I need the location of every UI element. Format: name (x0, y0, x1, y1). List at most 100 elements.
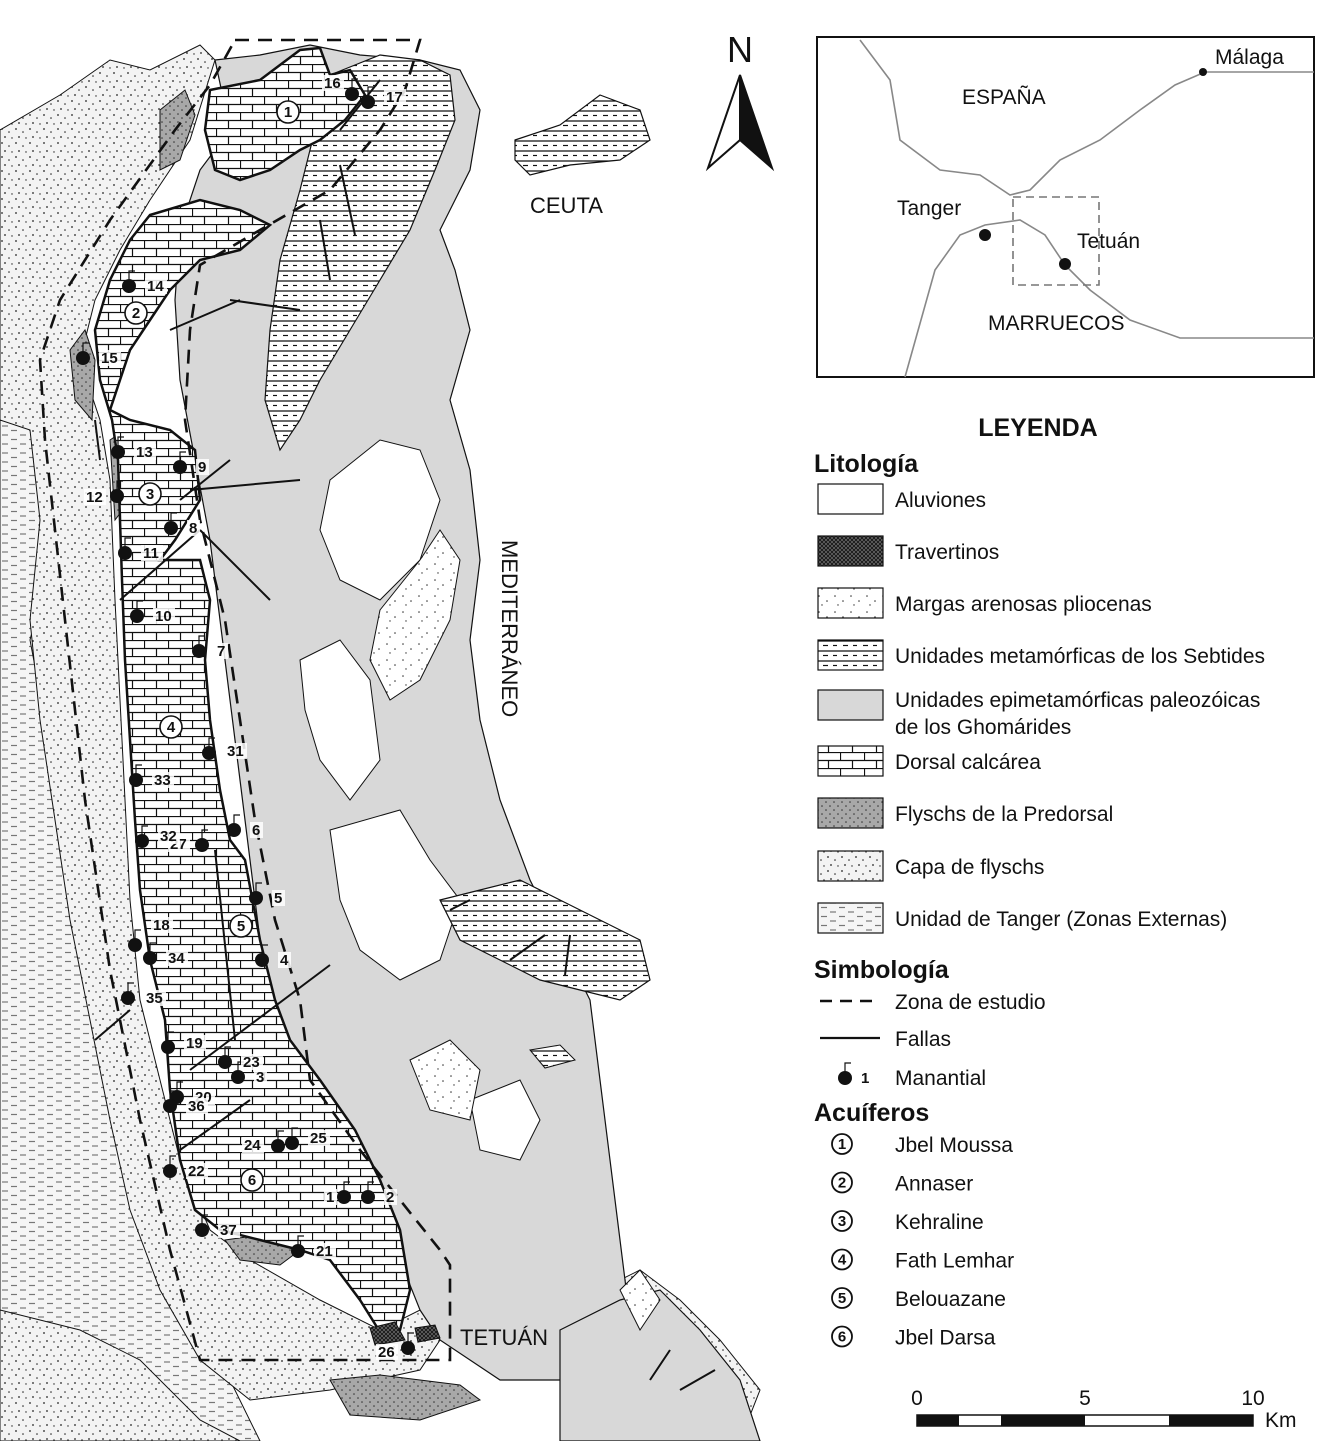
spring-marker: 4 (255, 944, 291, 969)
spring-number: 3 (256, 1069, 264, 1086)
aquifer-marker-number: 4 (167, 719, 176, 736)
spring-marker: 21 (291, 1235, 336, 1260)
swatch-ghomarides (817, 689, 884, 721)
legend-dorsal: Dorsal calcárea (895, 751, 1041, 774)
aquifer-marker-number: 1 (284, 104, 292, 121)
spring-marker: 37 (195, 1214, 240, 1239)
marls-1 (369, 529, 461, 701)
legend-aluviones: Aluviones (895, 489, 986, 512)
spring-number: 33 (154, 772, 171, 789)
spring-marker: 31 (202, 737, 247, 760)
aquifer-marker: 3 (138, 482, 162, 506)
legend-margas: Margas arenosas pliocenas (895, 593, 1152, 616)
spring-number: 19 (186, 1035, 203, 1052)
legend-sebtides: Unidades metamórficas de los Sebtides (895, 645, 1265, 668)
spring-number: 8 (189, 520, 197, 537)
alluvium-2 (299, 639, 381, 801)
spring-marker: 12 (84, 480, 124, 506)
spring-number: 21 (316, 1243, 333, 1260)
spring-marker: 13 (111, 436, 156, 461)
spring-marker: 7 (192, 635, 228, 660)
location-inset: ESPAÑA Málaga Tanger Tetuán MARRUECOS (816, 36, 1315, 378)
sebtides-east (439, 879, 651, 1001)
spring-marker: 32 (135, 825, 180, 848)
spring-number: 1 (326, 1189, 334, 1206)
aquifer-legend-name: Kehraline (895, 1211, 984, 1234)
aquifer-legend-number: 4 (838, 1252, 847, 1269)
spring-marker: 22 (163, 1155, 208, 1180)
alluvium-3 (329, 809, 461, 981)
spring-marker: 15 (76, 342, 121, 367)
aquifer-legend-number: 1 (838, 1136, 846, 1153)
aquifer-marker: 4 (159, 715, 183, 739)
legend-predorsal: Flyschs de la Predorsal (895, 803, 1113, 826)
spring-marker: 5 (249, 882, 285, 907)
spring-number: 23 (243, 1054, 260, 1071)
lithology-title: Litología (814, 450, 919, 478)
spring-marker: 35 (121, 982, 166, 1007)
spring-marker: 23 (218, 1046, 263, 1071)
scale-5: 5 (1079, 1387, 1091, 1410)
aquifer-legend-name: Annaser (895, 1173, 973, 1196)
spring-number: 31 (227, 743, 244, 760)
inset-coast-morocco (904, 219, 1314, 378)
spring-number: 15 (101, 350, 118, 367)
legend: LEYENDA Litología Aluviones Travertinos … (814, 414, 1297, 1432)
swatch-travertinos (817, 535, 884, 567)
aquifer-legend-item: 2 Annaser (831, 1171, 973, 1196)
travertine-2 (414, 1324, 441, 1343)
spring-marker: 18 (128, 917, 173, 952)
aquifer-legend-number: 3 (838, 1213, 846, 1230)
aquifer-marker-number: 5 (237, 918, 245, 935)
faults (94, 79, 716, 1391)
swatch-sebtides (817, 639, 884, 671)
spring-number: 32 (160, 828, 177, 845)
aquifer-marker: 6 (240, 1168, 264, 1192)
inset-tanger: Tanger (897, 197, 961, 220)
predorsal-2 (69, 328, 96, 422)
scale-unit: Km (1265, 1409, 1297, 1432)
spring-marker: 14 (122, 270, 167, 295)
spring-icon (838, 1062, 852, 1085)
aquifer-legend-name: Jbel Darsa (895, 1327, 996, 1350)
spring-number: 18 (153, 917, 170, 934)
spring-marker: 16 (322, 75, 359, 101)
symbology-title: Simbología (814, 956, 950, 984)
swatch-tanger (817, 902, 884, 934)
flysch-layer-south (0, 1309, 241, 1441)
spring-number: 12 (86, 489, 103, 506)
spring-marker: 17 (361, 86, 406, 109)
sebtides-ceuta (514, 94, 651, 176)
spring-number: 14 (147, 278, 164, 295)
dorsal-main (93, 198, 412, 1342)
spring-number: 24 (244, 1137, 261, 1154)
inset-tetuan: Tetuán (1077, 230, 1140, 253)
spring-number: 17 (386, 89, 403, 106)
spring-marker: 6 (227, 814, 263, 839)
inset-marruecos: MARRUECOS (988, 312, 1125, 335)
inset-espana: ESPAÑA (962, 85, 1046, 109)
spring-number: 25 (310, 1130, 327, 1147)
aquifer-marker-number: 6 (248, 1172, 256, 1189)
spring-number: 2 (386, 1189, 394, 1206)
spring-number: 13 (136, 444, 153, 461)
study-zone (38, 38, 452, 1362)
marls-2 (409, 1039, 481, 1121)
aquifer-legend-number: 2 (838, 1175, 846, 1192)
swatch-predorsal (817, 797, 884, 829)
aquifer-legend-number: 5 (838, 1290, 846, 1307)
legend-study-zone: Zona de estudio (895, 991, 1046, 1014)
spring-marker: 34 (143, 942, 188, 967)
spring-number: 5 (274, 890, 282, 907)
aquifer-legend-number: 6 (838, 1329, 846, 1346)
inset-study-box (1012, 196, 1100, 286)
spring-marker: 26 (376, 1332, 415, 1361)
aquifer-legend-item: 6 Jbel Darsa (831, 1325, 996, 1350)
swatch-margas (817, 587, 884, 619)
spring-number: 22 (188, 1163, 205, 1180)
aquifer-marker: 5 (229, 914, 253, 938)
